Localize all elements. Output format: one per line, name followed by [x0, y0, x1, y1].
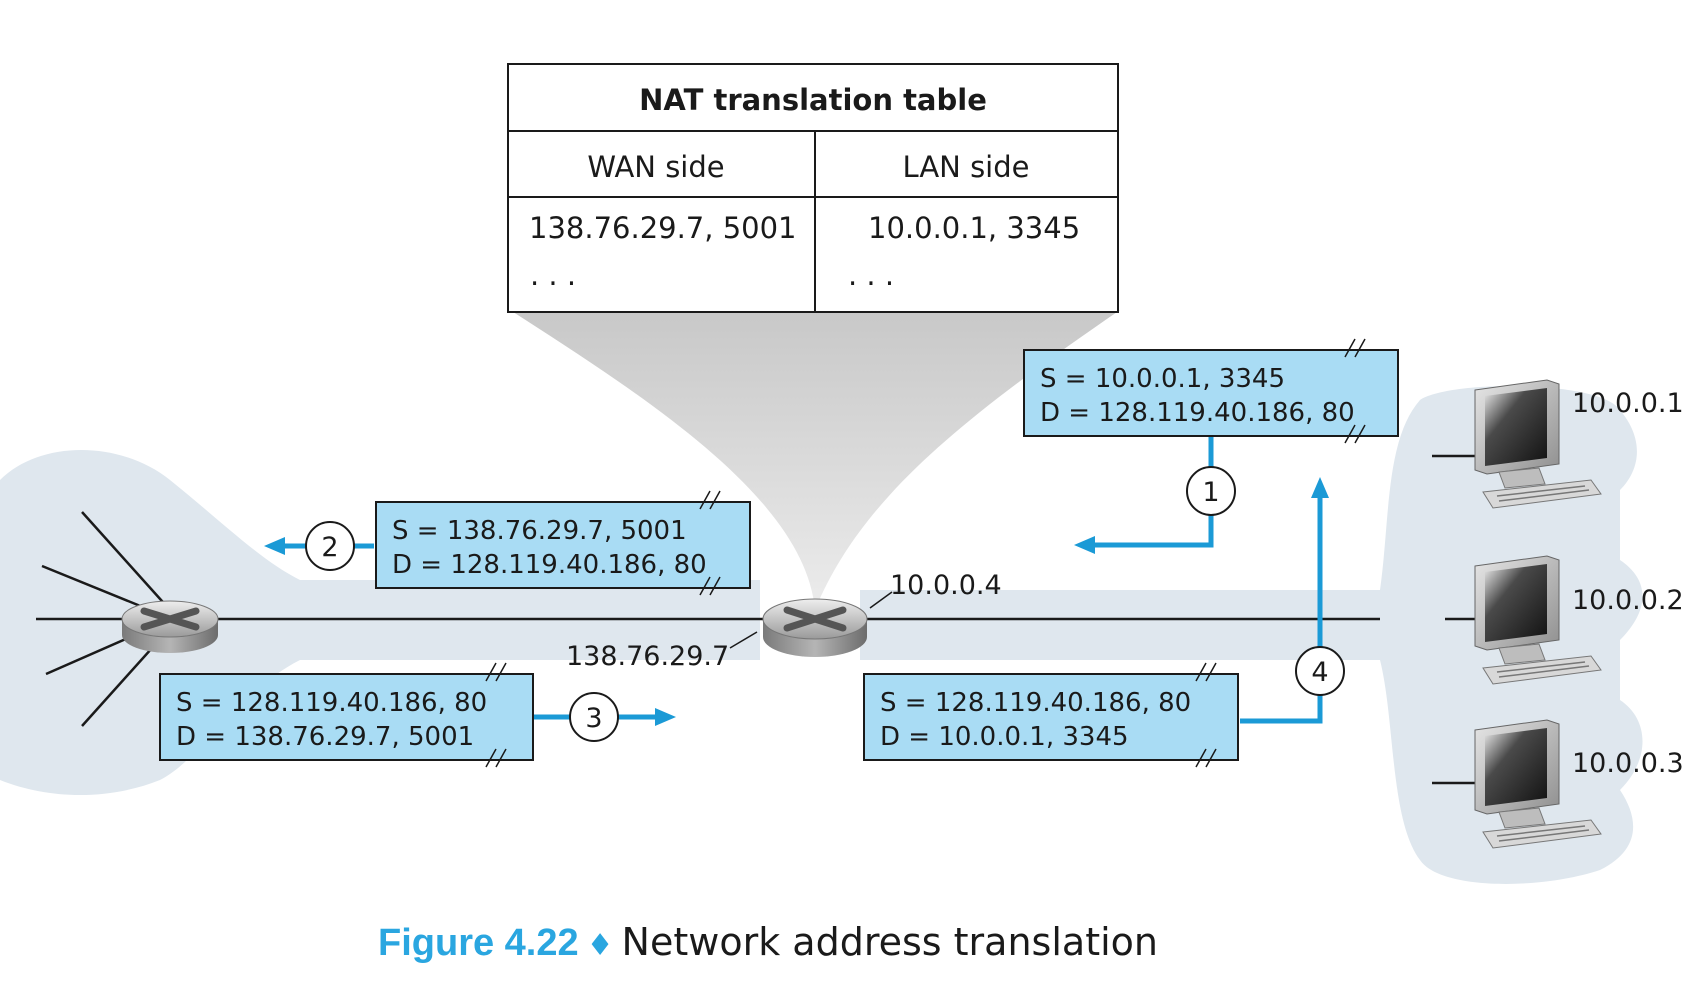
home-network-cloud	[860, 386, 1643, 884]
packet-1-source: S = 10.0.0.1, 3345	[1040, 364, 1285, 394]
lan-address-leader	[869, 591, 893, 609]
figure-caption: Figure 4.22♦Network address translation	[378, 920, 1158, 965]
step-marker-4: 4	[1295, 646, 1345, 696]
svg-text:2: 2	[321, 532, 338, 563]
diamond-icon: ♦	[586, 928, 614, 963]
host-computer-3	[1474, 719, 1602, 849]
packet-4-source: S = 128.119.40.186, 80	[880, 688, 1191, 718]
packet-3-source: S = 128.119.40.186, 80	[176, 688, 487, 718]
wan-side-header: WAN side	[587, 150, 724, 184]
host-address-3: 10.0.0.3	[1572, 748, 1684, 779]
svg-text:3: 3	[585, 703, 602, 734]
isp-router	[121, 600, 219, 653]
host-computer-1	[1474, 379, 1602, 509]
svg-text:1: 1	[1202, 477, 1219, 508]
packet-3-destination: D = 138.76.29.7, 5001	[176, 722, 474, 752]
step-marker-2: 2	[305, 521, 355, 571]
lan-side-header: LAN side	[903, 150, 1030, 184]
packet-2-source: S = 138.76.29.7, 5001	[392, 516, 687, 546]
host-address-2: 10.0.0.2	[1572, 585, 1684, 616]
packet-3: S = 128.119.40.186, 80 D = 138.76.29.7, …	[159, 662, 534, 768]
wan-entry: 138.76.29.7, 5001	[529, 211, 797, 245]
svg-text:4: 4	[1311, 657, 1328, 688]
packet-1-destination: D = 128.119.40.186, 80	[1040, 398, 1355, 428]
table-title: NAT translation table	[639, 83, 987, 117]
packet-4-destination: D = 10.0.0.1, 3345	[880, 722, 1129, 752]
step-marker-3: 3	[569, 692, 619, 742]
figure-number: Figure 4.22	[378, 922, 579, 964]
packet-1: S = 10.0.0.1, 3345 D = 128.119.40.186, 8…	[1023, 338, 1399, 444]
table-funnel	[510, 310, 1120, 610]
packet-2: S = 138.76.29.7, 5001 D = 128.119.40.186…	[375, 490, 751, 596]
lan-ellipsis: . . .	[848, 258, 894, 292]
arrow-step-4	[1240, 498, 1323, 724]
packet-2-destination: D = 128.119.40.186, 80	[392, 550, 707, 580]
router-lan-address: 10.0.0.4	[890, 570, 1002, 601]
host-address-1: 10.0.0.1	[1572, 388, 1684, 419]
router-wan-address: 138.76.29.7	[566, 641, 729, 672]
arrow-heads	[264, 477, 1329, 726]
packet-4: S = 128.119.40.186, 80 D = 10.0.0.1, 334…	[863, 662, 1239, 768]
nat-translation-table: NAT translation table WAN side LAN side …	[507, 63, 1119, 313]
wan-ellipsis: . . .	[530, 258, 576, 292]
figure-title: Network address translation	[621, 920, 1158, 964]
step-marker-1: 1	[1186, 466, 1236, 516]
nat-router	[762, 598, 868, 657]
host-computer-2	[1474, 555, 1602, 685]
lan-entry: 10.0.0.1, 3345	[868, 211, 1080, 245]
wan-address-leader	[729, 631, 758, 649]
